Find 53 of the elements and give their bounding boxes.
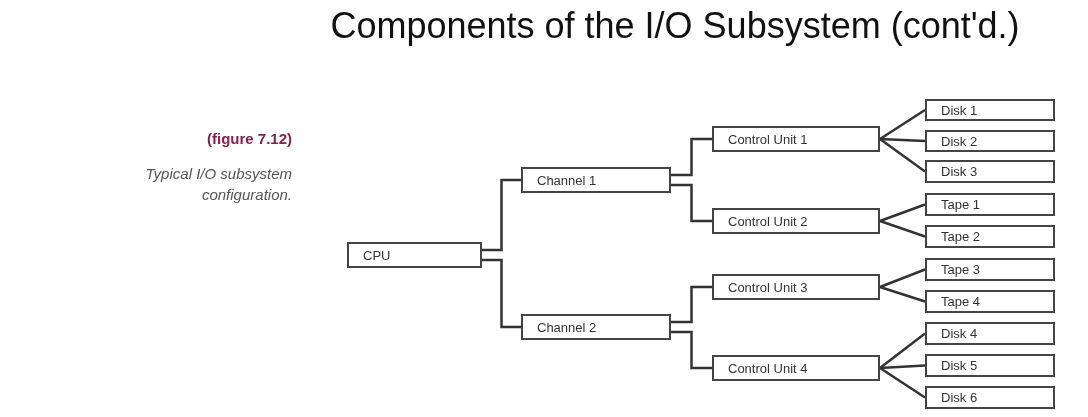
connector-line bbox=[671, 183, 712, 223]
node-label: Tape 1 bbox=[941, 197, 981, 212]
node-label: Disk 4 bbox=[941, 326, 978, 341]
node-label: Control Unit 4 bbox=[728, 360, 808, 376]
node-box bbox=[925, 258, 1055, 281]
connector-line bbox=[879, 108, 926, 141]
connector-line bbox=[879, 332, 926, 369]
connector-line bbox=[671, 285, 712, 324]
connector-line bbox=[879, 364, 926, 370]
node-box bbox=[521, 167, 671, 193]
node-box bbox=[925, 354, 1055, 377]
node-box bbox=[925, 130, 1055, 152]
node-label: Disk 1 bbox=[941, 102, 978, 118]
connector-line bbox=[482, 258, 521, 329]
connector-line bbox=[879, 285, 926, 303]
connector-line bbox=[879, 268, 926, 289]
node-box bbox=[712, 274, 880, 300]
figure-caption: Typical I/O subsystem configuration. bbox=[144, 164, 292, 205]
node-box bbox=[712, 208, 880, 234]
connector-line bbox=[879, 138, 926, 173]
figure-number: (figure 7.12) bbox=[206, 130, 292, 147]
node-box bbox=[925, 160, 1055, 183]
node-label: Control Unit 1 bbox=[728, 131, 808, 147]
node-label: Channel 2 bbox=[537, 319, 597, 335]
node-box bbox=[521, 314, 671, 340]
node-box bbox=[712, 355, 880, 381]
node-box bbox=[347, 242, 482, 268]
node-box bbox=[925, 225, 1055, 248]
connector-line bbox=[879, 203, 926, 223]
node-label: CPU bbox=[363, 247, 391, 263]
node-label: Disk 6 bbox=[941, 390, 978, 405]
node-label: Disk 3 bbox=[941, 164, 978, 179]
node-label: Channel 1 bbox=[537, 172, 597, 188]
connector-line bbox=[671, 330, 712, 370]
connector-line bbox=[879, 219, 926, 238]
connector-line bbox=[879, 137, 926, 143]
title: Components of the I/O Subsystem (cont'd.) bbox=[329, 6, 1021, 46]
node-label: Control Unit 3 bbox=[728, 279, 808, 295]
node-box bbox=[925, 322, 1055, 345]
node-box bbox=[925, 99, 1055, 121]
node-label: Control Unit 2 bbox=[728, 213, 808, 229]
node-label: Disk 5 bbox=[941, 358, 978, 373]
connector-line bbox=[482, 178, 521, 252]
node-label: Tape 3 bbox=[941, 262, 981, 277]
node-label: Disk 2 bbox=[941, 133, 978, 149]
node-label: Tape 4 bbox=[941, 294, 981, 309]
node-box bbox=[925, 386, 1055, 409]
node-box bbox=[925, 193, 1055, 216]
connector-line bbox=[671, 137, 712, 177]
node-label: Tape 2 bbox=[941, 229, 981, 244]
node-box bbox=[712, 126, 880, 152]
node-box bbox=[925, 290, 1055, 313]
connector-line bbox=[879, 366, 926, 399]
